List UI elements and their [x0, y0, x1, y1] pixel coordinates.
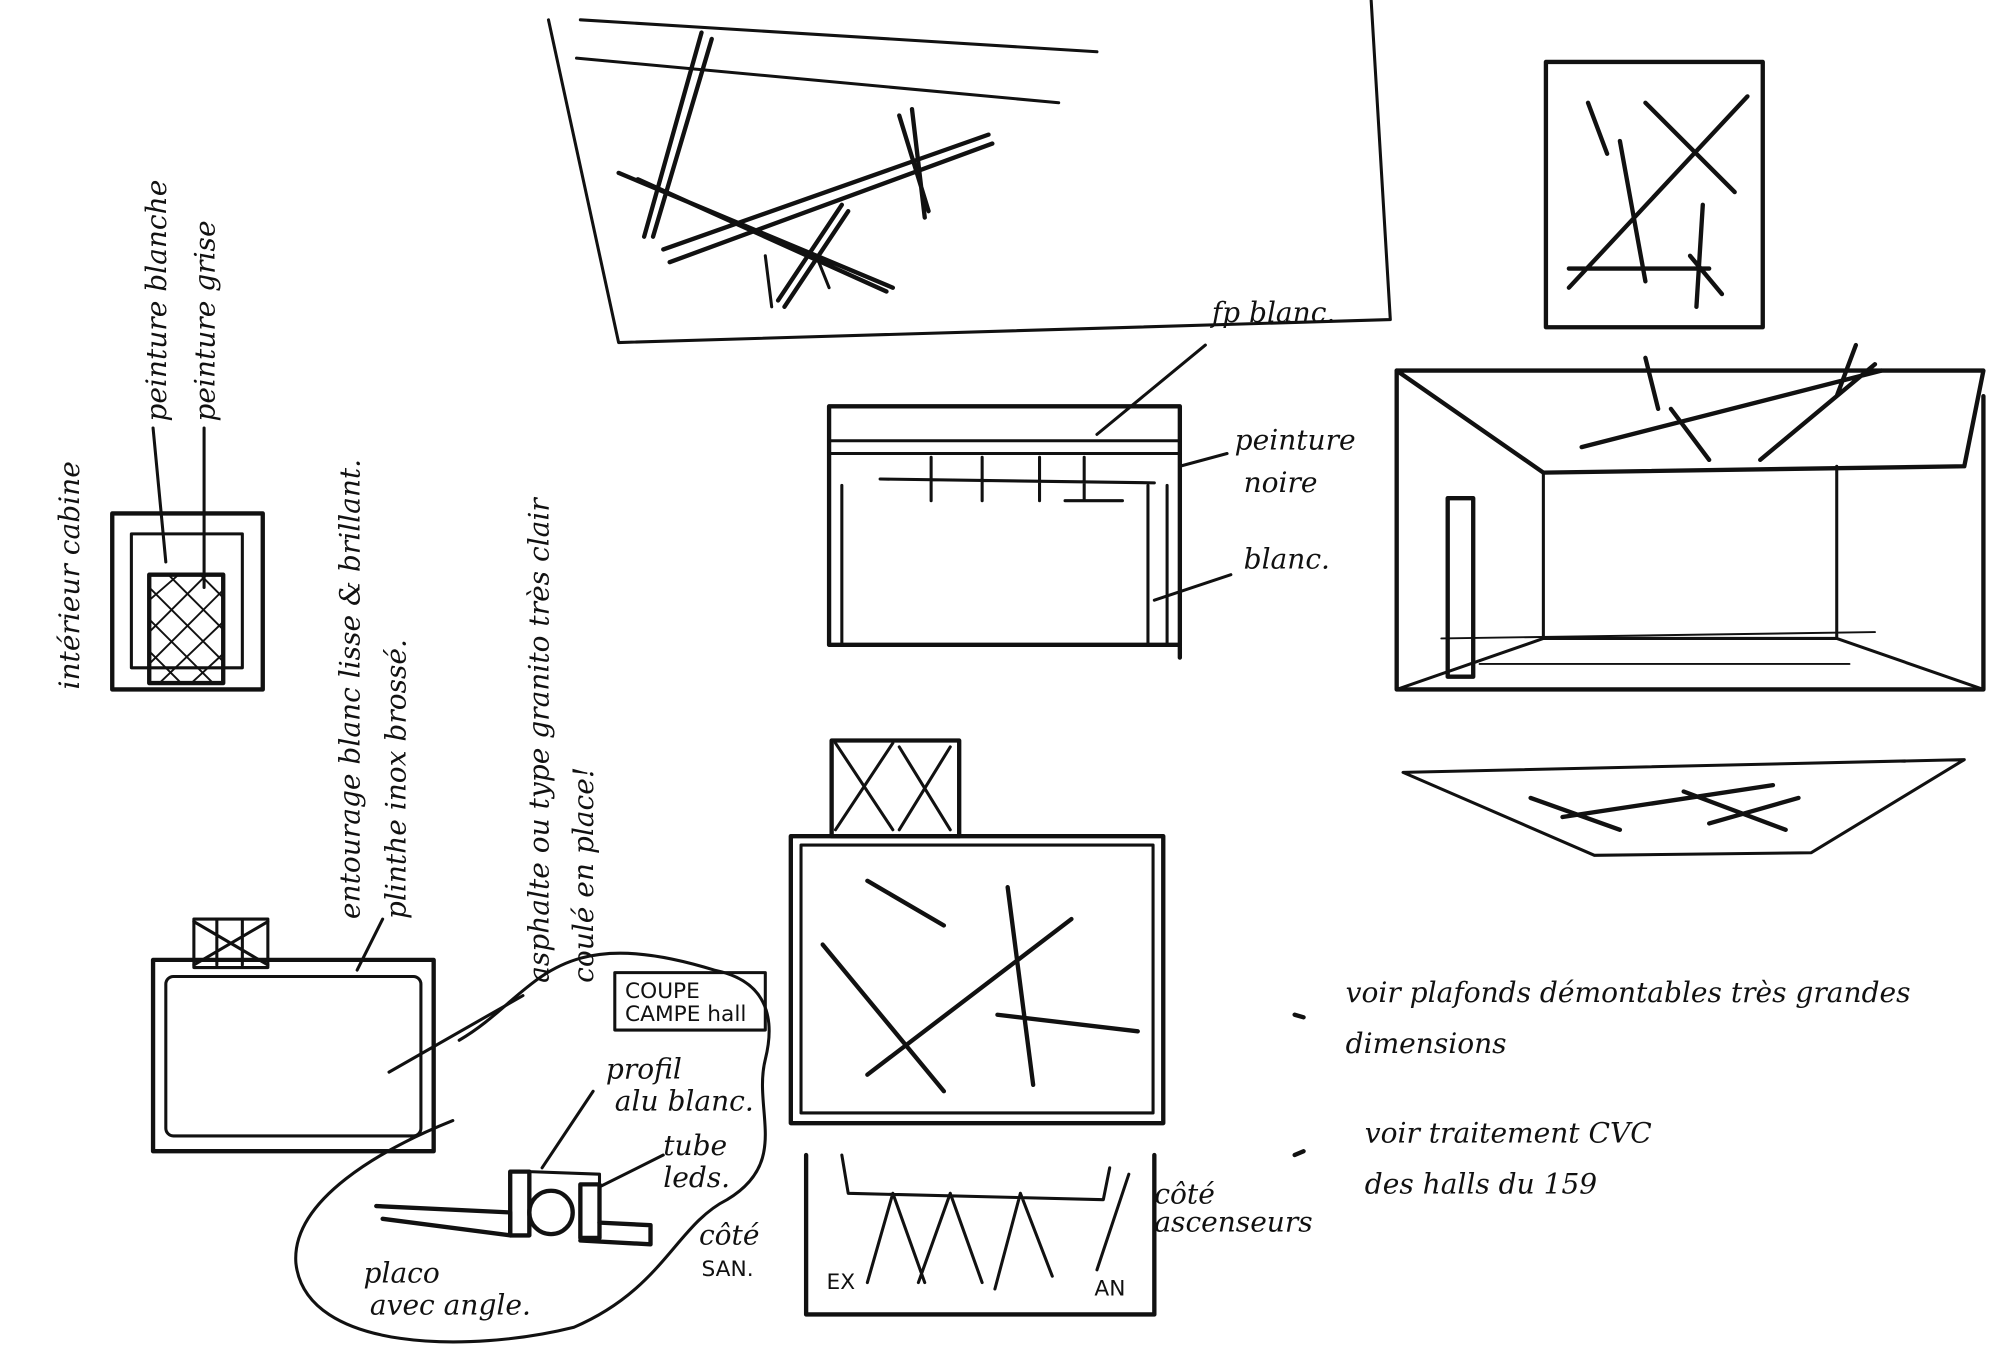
- framed-ceiling-sketch: [1543, 59, 1765, 330]
- bullet-dash-icon: [1292, 1012, 1306, 1158]
- label-cast-in-place: coulé en place!: [567, 767, 600, 983]
- ceiling-plan-sketch: [788, 738, 1166, 1126]
- label-asphalt: asphalte ou type granito très clair: [522, 497, 555, 983]
- notes: voir plafonds démontables très grandes d…: [1292, 976, 1911, 1200]
- label-side-san-1: côté: [699, 1218, 759, 1251]
- small-ceiling-sketch: [1401, 758, 1966, 857]
- section-detail-sketch: [294, 951, 771, 1344]
- label-side-lifts-2: ascenseurs: [1154, 1206, 1312, 1239]
- label-section-title-1: COUPE: [625, 979, 700, 1004]
- label-side-lifts-1: côté: [1154, 1178, 1214, 1211]
- label-placo-2: avec angle.: [370, 1288, 531, 1321]
- label-interior-cabin: intérieur cabine: [53, 461, 86, 689]
- room-section-sketch: [826, 343, 1233, 660]
- label-black-paint-2: noire: [1244, 466, 1318, 499]
- label-grey-paint: peinture grise: [188, 220, 221, 421]
- lift-hall-section-sketch: [803, 1152, 1157, 1317]
- label-fp-white: fp blanc.: [1210, 296, 1336, 329]
- annotations: intérieur cabine peinture blanche peintu…: [53, 180, 1356, 1322]
- label-leds: leds.: [663, 1161, 730, 1194]
- label-tube: tube: [663, 1129, 727, 1162]
- label-white: blanc.: [1244, 542, 1330, 575]
- label-white-paint: peinture blanche: [140, 180, 173, 422]
- label-side-san-2: SAN.: [702, 1257, 754, 1282]
- cabin-plan-sketch: [110, 426, 265, 692]
- label-black-paint-1: peinture: [1235, 424, 1356, 457]
- label-profile: profil: [606, 1053, 682, 1086]
- label-plinth: plinthe inox brossé.: [380, 639, 413, 919]
- label-alu: alu blanc.: [615, 1084, 754, 1117]
- label-surround: entourage blanc lisse & brillant.: [334, 459, 367, 919]
- ceiling-perspective-sketch: [546, 0, 1392, 345]
- label-ex: EX: [827, 1270, 856, 1295]
- note-2-line-1: voir traitement CVC: [1365, 1116, 1652, 1149]
- label-an: AN: [1094, 1276, 1125, 1301]
- label-section-title-2: CAMPE hall: [625, 1002, 746, 1027]
- note-2-line-2: des halls du 159: [1365, 1167, 1598, 1200]
- note-1-line-1: voir plafonds démontables très grandes: [1346, 976, 1911, 1009]
- note-1-line-2: dimensions: [1346, 1027, 1507, 1060]
- label-placo-1: placo: [364, 1257, 440, 1290]
- room-perspective-sketch: [1394, 342, 1986, 692]
